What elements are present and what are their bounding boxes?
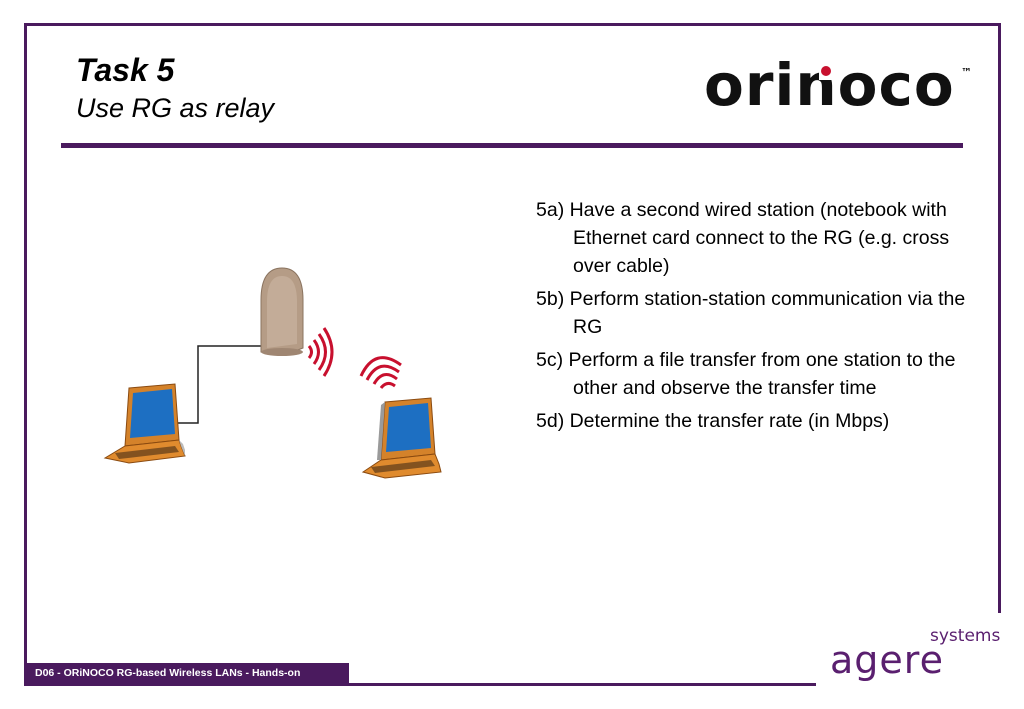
systems-wordmark: systems	[930, 626, 1001, 646]
task-steps-list: 5a) Have a second wired station (noteboo…	[536, 196, 986, 440]
frame-left-border	[24, 23, 27, 686]
frame-right-border	[998, 23, 1001, 613]
task-step-5a: 5a) Have a second wired station (noteboo…	[536, 199, 950, 277]
agere-wordmark: agere	[830, 638, 944, 682]
title-divider	[61, 143, 963, 148]
slide-title: Task 5	[76, 52, 175, 88]
task-step-5c: 5c) Perform a file transfer from one sta…	[536, 349, 956, 399]
router-signal-icon	[307, 327, 334, 377]
laptop-wireless-icon	[361, 397, 442, 479]
trademark-symbol: ™	[961, 66, 972, 79]
orinoco-logo: orinoco ™	[704, 56, 972, 114]
ethernet-cable	[175, 345, 263, 424]
frame-bottom-border	[24, 683, 816, 686]
laptop-wired-icon	[103, 383, 186, 464]
footer-bar: D06 - ORiNOCO RG-based Wireless LANs - H…	[27, 663, 349, 684]
laptop-signal-icon	[359, 356, 402, 389]
agere-systems-logo: agere systems	[826, 620, 1006, 690]
logo-red-dot	[821, 66, 831, 76]
network-diagram	[103, 267, 442, 479]
router-icon	[260, 267, 304, 356]
task-step-5b: 5b) Perform station-station communicatio…	[536, 288, 966, 338]
slide-subtitle: Use RG as relay	[76, 93, 275, 123]
footer-label: D06 - ORiNOCO RG-based Wireless LANs - H…	[35, 667, 301, 679]
frame-top-border	[24, 23, 1001, 26]
task-step-5d: 5d) Determine the transfer rate (in Mbps…	[536, 410, 890, 432]
